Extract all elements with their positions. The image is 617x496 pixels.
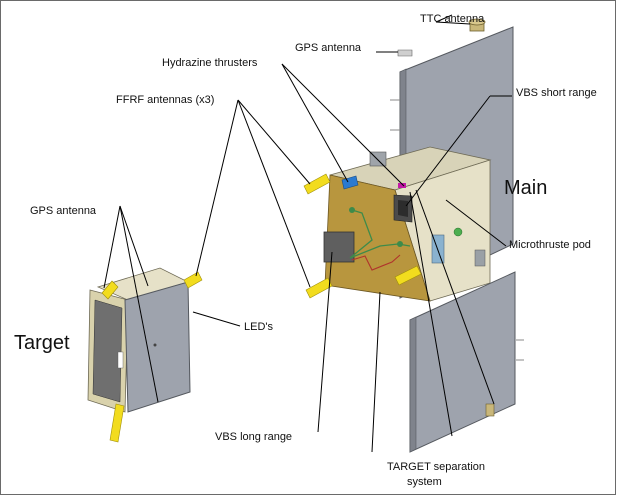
target-ffrf-antenna-icon bbox=[101, 280, 119, 300]
vbs-long-range-icon bbox=[323, 231, 355, 263]
label-gps-antenna-main: GPS antenna bbox=[295, 42, 362, 54]
gps-antenna-main-icon bbox=[397, 49, 413, 57]
target-spacecraft bbox=[87, 267, 203, 443]
label-ffrf-antennas: FFRF antennas (x3) bbox=[116, 94, 214, 106]
label-ttc-antenna: TTC antenna bbox=[420, 13, 485, 25]
label-microthruste-pod: Microthruste pod bbox=[509, 239, 591, 251]
label-main: Main bbox=[504, 177, 547, 199]
led-icon bbox=[153, 343, 157, 347]
label-vbs-short-range: VBS short range bbox=[516, 87, 597, 99]
target-front-panel bbox=[124, 281, 191, 413]
label-target-separation-line2: system bbox=[407, 476, 442, 488]
label-target: Target bbox=[14, 332, 70, 354]
ffrf-antenna-icon bbox=[303, 173, 422, 299]
label-vbs-long-range: VBS long range bbox=[215, 431, 292, 443]
label-target-separation-line1: TARGET separation bbox=[387, 461, 485, 473]
label-gps-antenna-target: GPS antenna bbox=[30, 205, 97, 217]
label-hydrazine-thrusters: Hydrazine thrusters bbox=[162, 57, 258, 69]
leader-lines bbox=[103, 14, 512, 453]
main-spacecraft bbox=[303, 18, 524, 453]
label-leds: LED's bbox=[244, 321, 273, 333]
